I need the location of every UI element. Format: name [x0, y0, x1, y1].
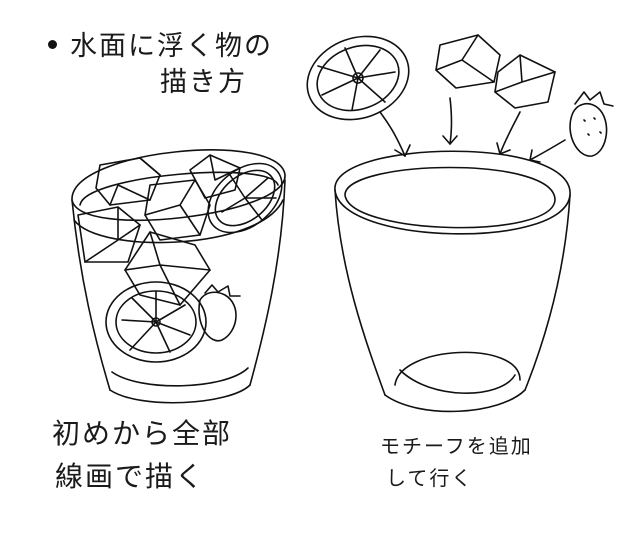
right-strawberry	[569, 91, 614, 157]
caption-left-line-1: 初めから全部	[52, 417, 233, 450]
heading-line-2: 描き方	[160, 67, 247, 98]
right-ice-cubes	[435, 34, 556, 109]
arrows	[379, 97, 566, 163]
caption-right-line-2: して行く	[386, 466, 474, 490]
heading-line-1: 水面に浮く物の	[70, 31, 273, 62]
bullet-point	[48, 40, 57, 49]
left-glass	[71, 149, 286, 404]
caption-left-line-2: 線画で描く	[55, 460, 206, 493]
left-ice-cubes	[77, 154, 241, 306]
left-strawberry	[198, 284, 241, 342]
right-lemon-slice	[306, 35, 410, 121]
left-lemon-slices	[105, 162, 283, 363]
caption-right-line-1: モチーフを追加	[380, 434, 533, 458]
right-glass	[334, 150, 571, 413]
